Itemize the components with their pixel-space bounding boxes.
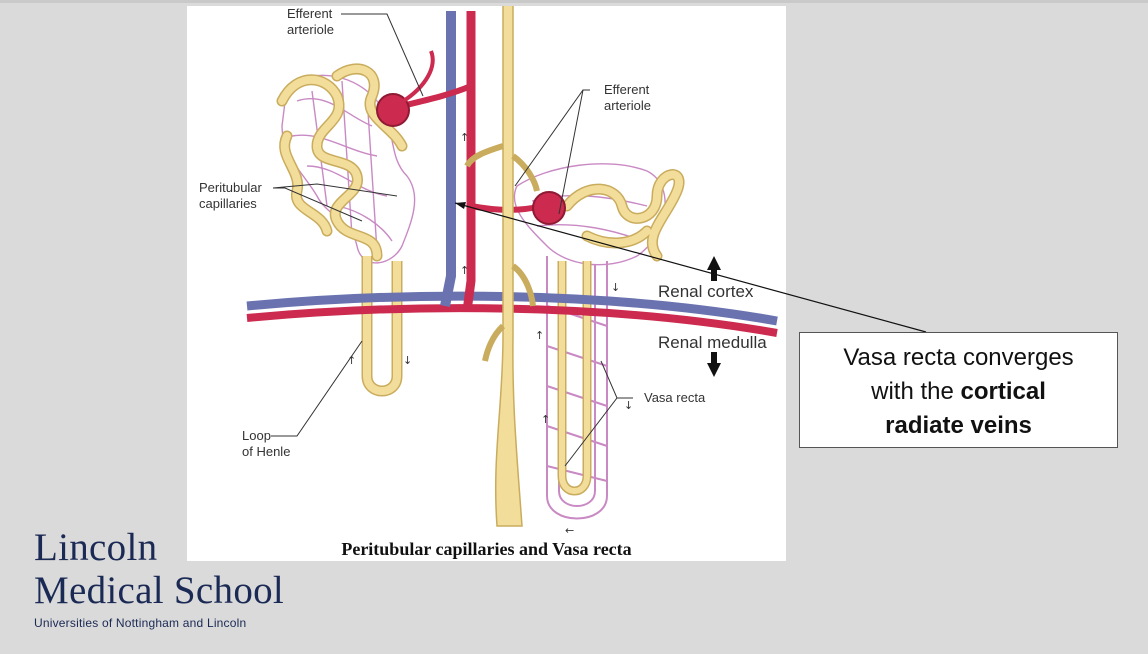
nephron-diagram: ↑ ↑ ↑ ↓ ↑ ↑ ↓ ↓ ← Efferent arteriole [187,6,786,561]
descending-tubule-right [559,261,590,494]
label-renal-cortex: Renal cortex [658,282,754,301]
svg-text:↓: ↓ [611,281,620,294]
callout-line-2-bold: cortical [960,378,1046,405]
callout-line-2: with the cortical [800,375,1117,409]
logo-line-2: Medical School [34,569,285,612]
logo-line-1: Lincoln [34,526,158,569]
callout-line-3-bold: radiate veins [885,412,1032,439]
efferent-arteriole-vessel [400,50,435,104]
svg-text:↑: ↑ [347,354,356,367]
label-loop-of-henle: Loop of Henle [242,428,291,459]
convoluted-tubule-left [278,64,406,260]
arrow-down-icon [707,352,721,377]
svg-text:↑: ↑ [460,264,469,277]
svg-text:↑: ↑ [541,413,550,426]
callout-line-1: Vasa recta converges [843,344,1074,371]
svg-text:↑: ↑ [460,131,469,144]
svg-text:←: ← [565,524,574,537]
callout-line-2-text: with the [871,378,961,405]
glomerulus-left [376,93,410,127]
logo-subtitle: Universities of Nottingham and Lincoln [34,616,247,630]
label-vasa-recta: Vasa recta [644,390,706,405]
loop-of-henle [363,256,401,395]
callout-line-3: radiate veins [800,409,1117,443]
label-efferent-arteriole-right: Efferent arteriole [604,82,651,113]
svg-text:↓: ↓ [403,354,412,367]
label-leader-lines [271,13,633,467]
svg-text:↑: ↑ [535,329,544,342]
svg-text:↓: ↓ [624,399,633,412]
top-edge-line [0,0,1148,3]
label-efferent-arteriole-top: Efferent arteriole [287,6,334,37]
lincoln-medical-school-logo: Lincoln Medical School Universities of N… [34,526,284,630]
callout-box: Vasa recta converges with the cortical r… [799,332,1118,448]
collecting-duct-branches [464,143,540,362]
label-renal-medulla: Renal medulla [658,333,767,352]
arrow-up-icon [707,256,721,281]
loop-of-henle-edge [361,256,403,397]
cortical-radiate-vein [440,11,456,307]
collecting-duct [494,6,523,527]
figure-caption: Peritubular capillaries and Vasa recta [341,539,632,559]
label-peritubular-capillaries: Peritubular capillaries [199,180,262,211]
